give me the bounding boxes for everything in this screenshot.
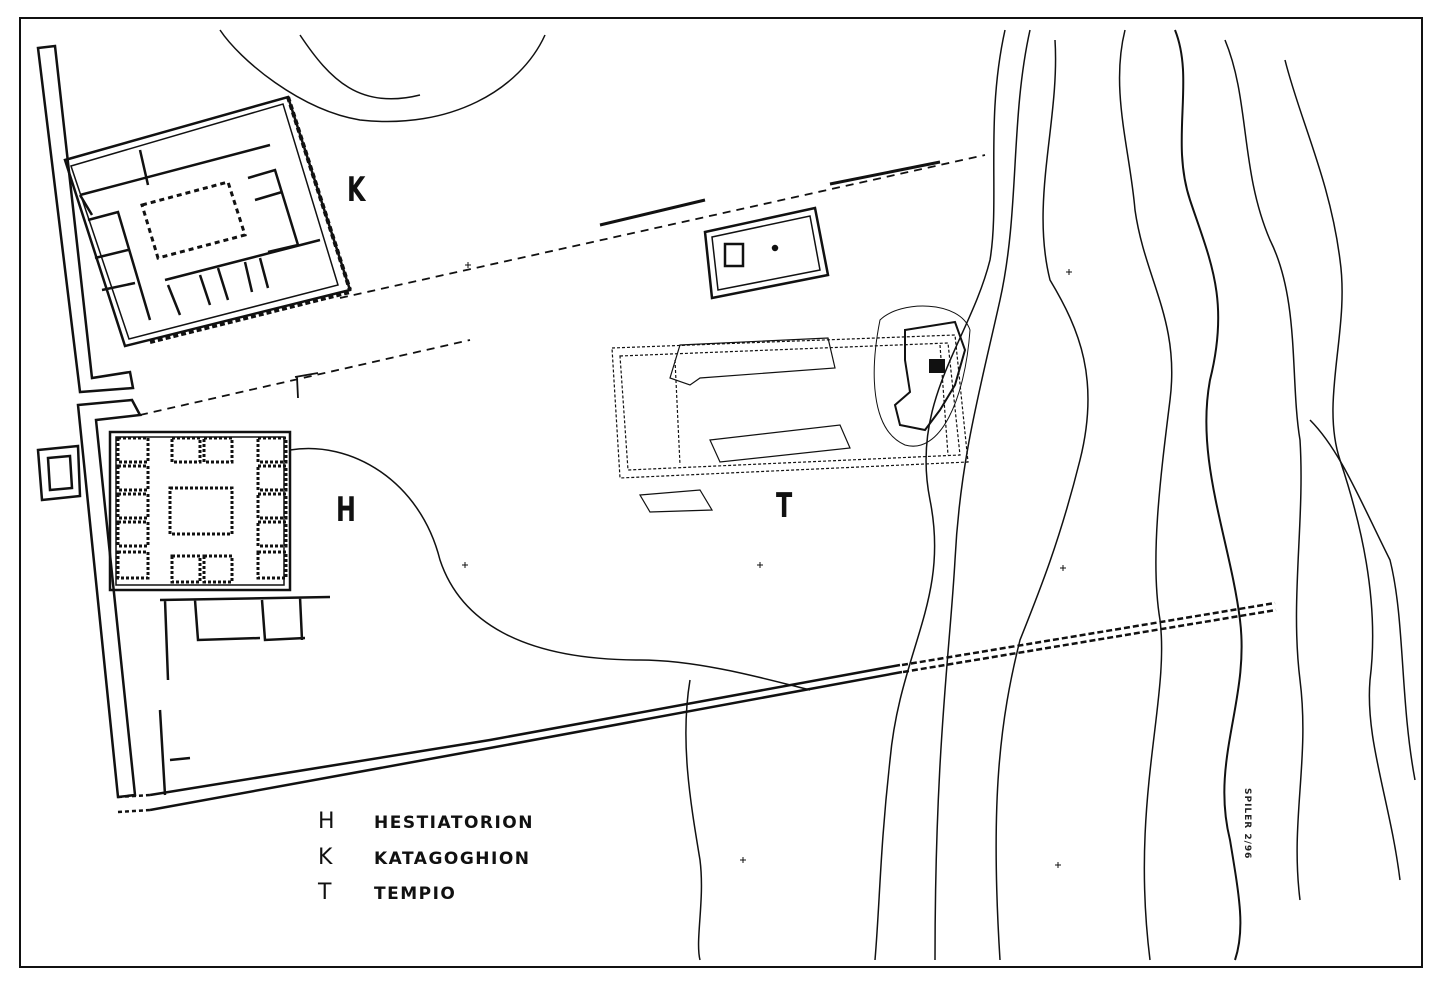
draftsman-signature: SPILER 2/96 bbox=[1242, 788, 1252, 860]
north-boundary-lines bbox=[139, 154, 986, 416]
excavation-outlines bbox=[638, 337, 851, 513]
katagoghion-building bbox=[63, 95, 352, 348]
legend-name-t: TEMPIO bbox=[374, 884, 457, 904]
frame-border bbox=[19, 17, 1423, 968]
label-t: T bbox=[776, 486, 793, 526]
hestiatorion-building bbox=[108, 430, 331, 796]
south-wall bbox=[149, 601, 1277, 812]
west-wall bbox=[36, 44, 151, 814]
legend-key-k: K bbox=[318, 845, 333, 870]
grid-crosses bbox=[462, 262, 1072, 868]
ruin-remains bbox=[873, 305, 971, 447]
legend-name-k: KATAGOGHION bbox=[374, 849, 531, 869]
label-k: K bbox=[347, 170, 366, 210]
label-h: H bbox=[336, 490, 356, 530]
legend-key-h: H bbox=[318, 809, 335, 834]
legend-name-h: HESTIATORION bbox=[374, 813, 534, 833]
small-temple bbox=[703, 206, 830, 300]
tempio-foundation bbox=[611, 334, 969, 479]
legend-key-t: T bbox=[318, 880, 332, 905]
contour-lines bbox=[219, 29, 1416, 961]
